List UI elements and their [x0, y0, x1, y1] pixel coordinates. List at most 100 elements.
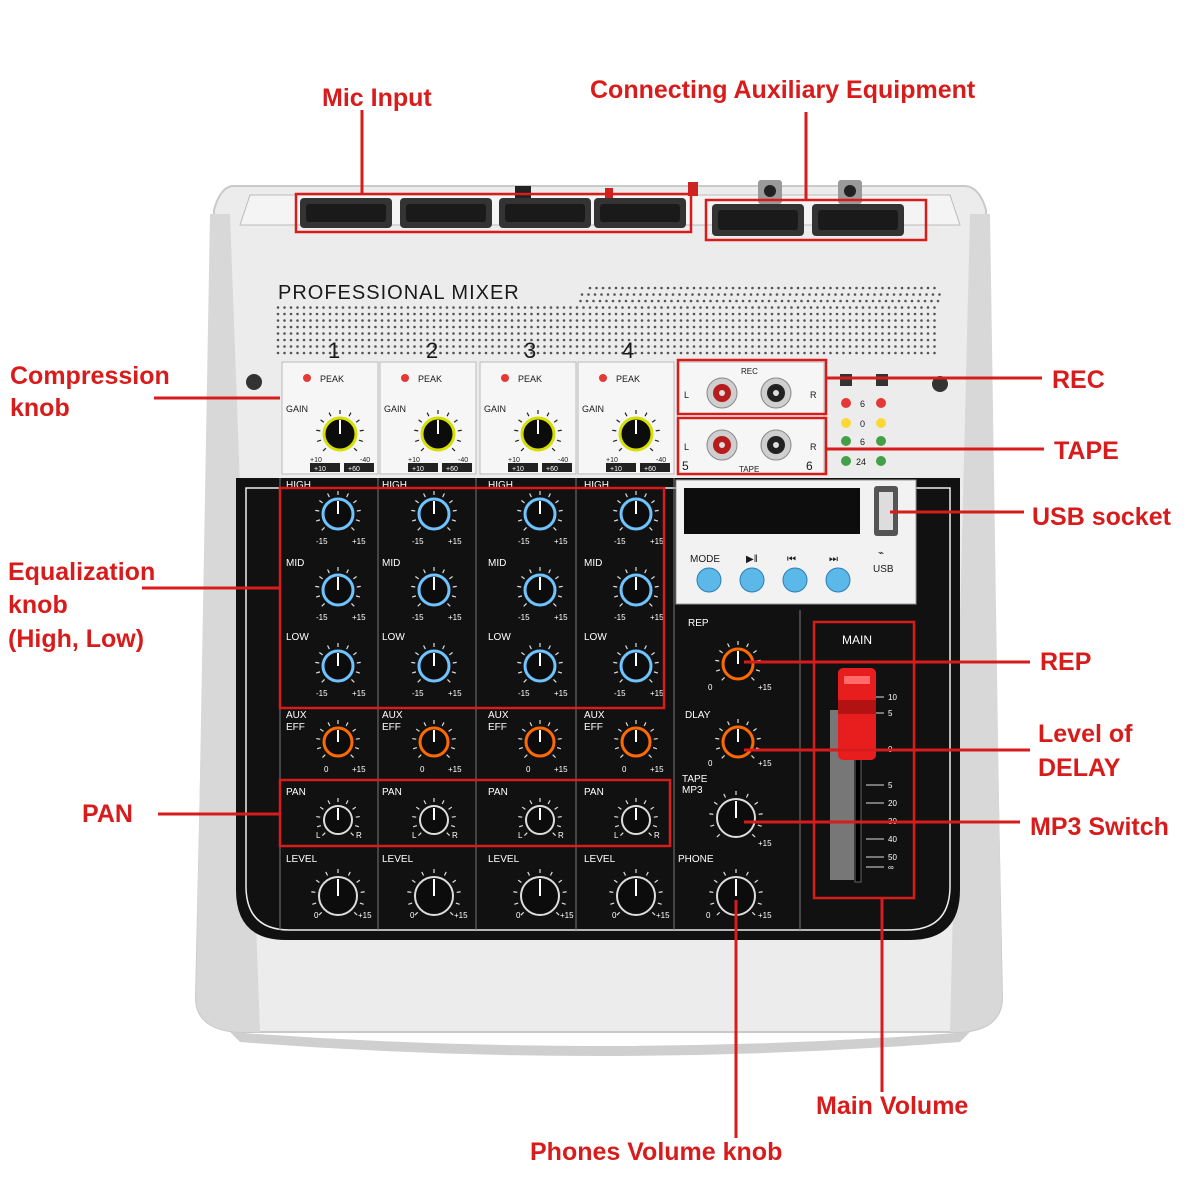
speaker-grille [276, 286, 941, 355]
xlr-jack-2 [400, 198, 492, 228]
eq-min-label: -15 [614, 537, 626, 546]
mode-label: MODE [690, 554, 720, 565]
gain-knob-2[interactable] [414, 410, 462, 452]
callout-eq-line2: knob [8, 591, 68, 619]
fader-scale-label: 50 [888, 853, 897, 862]
aux-eff-knob-1[interactable] [316, 720, 360, 758]
gain-max-label: -40 [656, 457, 666, 464]
pan-knob-1[interactable] [316, 798, 360, 836]
mode-button[interactable] [696, 567, 722, 593]
main-fader-cap[interactable] [838, 668, 876, 760]
channel-strips: HIGH-15+15MID-15+15LOW-15+15AUXEFF0+15PA… [286, 480, 670, 920]
rep-knob[interactable] [715, 641, 761, 681]
low-label: LOW [584, 632, 607, 643]
rca-tape-right [760, 429, 792, 461]
gain-label: GAIN [582, 404, 604, 414]
gain-range-right: +60 [446, 466, 458, 473]
rec-l-label: L [684, 390, 689, 400]
level-max-label: +15 [358, 911, 372, 920]
eq-min-label: -15 [316, 689, 328, 698]
mic-input-highlight [294, 192, 693, 234]
tape-l-label: L [684, 442, 689, 452]
eq-min-label: -15 [412, 689, 424, 698]
low-eq-knob-4[interactable] [613, 643, 659, 683]
mixer-title: PROFESSIONAL MIXER [278, 282, 520, 304]
eq-min-label: -15 [614, 613, 626, 622]
tape-mp3-label-2: MP3 [682, 785, 703, 796]
dlay-label: DLAY [685, 710, 711, 721]
low-eq-knob-1[interactable] [315, 643, 361, 683]
aux-xlr-left [712, 204, 804, 236]
mid-label: MID [382, 558, 400, 569]
play-pause-icon: ▶‖ [746, 554, 758, 565]
aux-eff-knob-4[interactable] [614, 720, 658, 758]
gain-knob-1[interactable] [316, 410, 364, 452]
gain-knob-3[interactable] [514, 410, 562, 452]
fader-scale-label: ∞ [888, 863, 894, 872]
gain-range-left: +10 [512, 466, 524, 473]
gain-knob-4[interactable] [612, 410, 660, 452]
mid-eq-knob-2[interactable] [411, 567, 457, 607]
rec-label: REC [741, 367, 758, 376]
high-eq-knob-1[interactable] [315, 491, 361, 531]
high-eq-knob-3[interactable] [517, 491, 563, 531]
high-eq-knob-2[interactable] [411, 491, 457, 531]
level-max-label: +15 [454, 911, 468, 920]
pan-label: PAN [488, 787, 508, 798]
next-icon: ⏭ [829, 554, 838, 565]
delay-min-label: 0 [708, 759, 713, 768]
fader-scale-label: 10 [888, 693, 897, 702]
aux-min-label: 0 [420, 765, 425, 774]
pan-l-label: L [316, 831, 321, 840]
eq-max-label: +15 [352, 689, 366, 698]
tape-highlight [676, 416, 828, 476]
level-min-label: 0 [410, 911, 415, 920]
aux-eff-knob-3[interactable] [518, 720, 562, 758]
rep-min-label: 0 [708, 683, 713, 692]
mid-eq-knob-4[interactable] [613, 567, 659, 607]
aux-eff-knob-2[interactable] [412, 720, 456, 758]
gain-max-label: -40 [558, 457, 568, 464]
mid-eq-knob-1[interactable] [315, 567, 361, 607]
eff-label: EFF [382, 722, 401, 733]
level-max-label: +15 [656, 911, 670, 920]
level-knob-3[interactable] [513, 869, 567, 916]
gain-max-label: -40 [458, 457, 468, 464]
play-pause-button[interactable] [739, 567, 765, 593]
callout-usb-socket: USB socket [1032, 503, 1172, 531]
low-eq-knob-2[interactable] [411, 643, 457, 683]
low-eq-knob-3[interactable] [517, 643, 563, 683]
tape-6-label: 6 [806, 459, 813, 473]
previous-button[interactable] [782, 567, 808, 593]
usb-symbol-icon: ⌁ [878, 548, 884, 559]
level-knob-1[interactable] [311, 869, 365, 916]
peak-label: PEAK [320, 374, 344, 384]
level-label: LEVEL [382, 854, 414, 865]
aux-label: AUX [286, 710, 307, 721]
pan-knob-4[interactable] [614, 798, 658, 836]
meter-led [876, 436, 886, 446]
tape-5-label: 5 [682, 459, 689, 473]
pan-knob-3[interactable] [518, 798, 562, 836]
low-label: LOW [488, 632, 511, 643]
eq-min-label: -15 [316, 537, 328, 546]
high-eq-knob-4[interactable] [613, 491, 659, 531]
tape-mp3-knob[interactable] [709, 791, 763, 838]
next-button[interactable] [825, 567, 851, 593]
callout-tape: TAPE [1054, 437, 1119, 465]
pan-knob-2[interactable] [412, 798, 456, 836]
mid-eq-knob-3[interactable] [517, 567, 563, 607]
meter-led [876, 456, 886, 466]
level-knob-4[interactable] [609, 869, 663, 916]
eq-max-label: +15 [554, 613, 568, 622]
leader-lines [142, 110, 1044, 1138]
eff-label: EFF [488, 722, 507, 733]
gain-min-label: +10 [408, 457, 420, 464]
rca-rec-right [760, 377, 792, 409]
xlr-jack-1 [300, 198, 392, 228]
peak-label: PEAK [616, 374, 640, 384]
xlr-jack-4 [594, 198, 686, 228]
channel-number-4: 4 [622, 338, 634, 363]
peak-label: PEAK [418, 374, 442, 384]
level-knob-2[interactable] [407, 869, 461, 916]
